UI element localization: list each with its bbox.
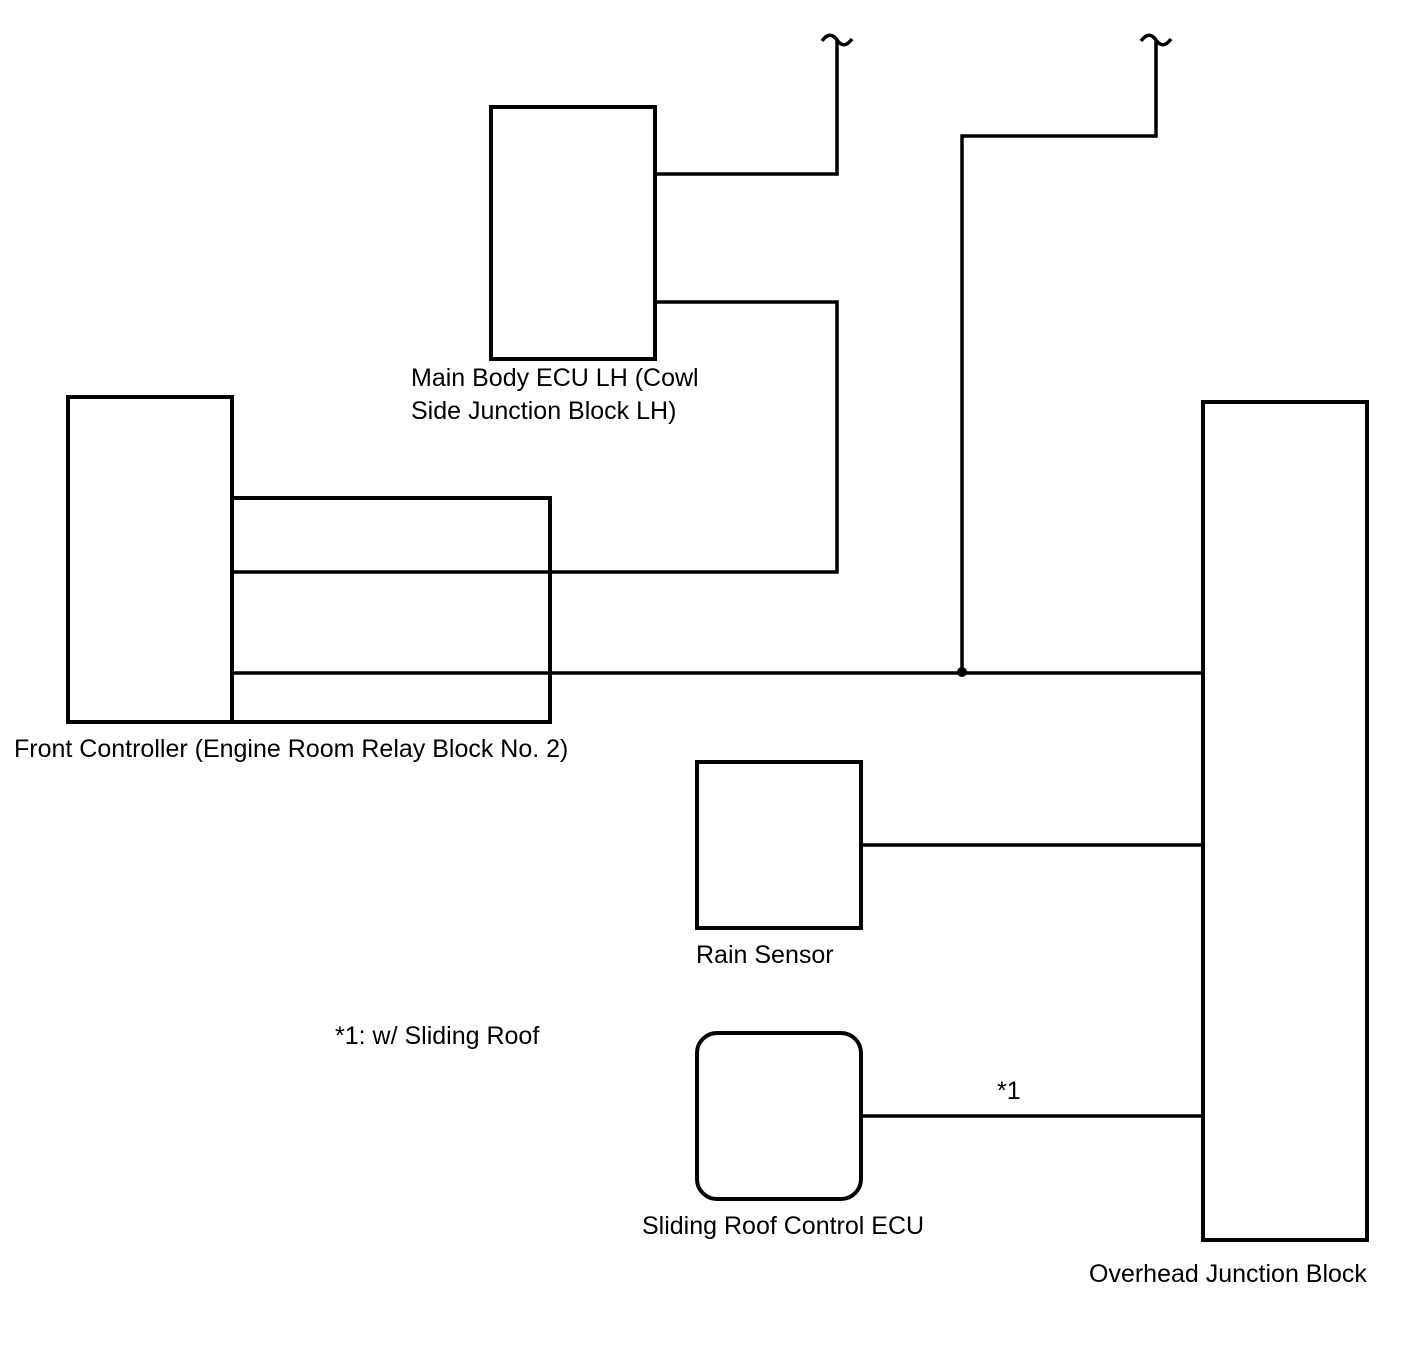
wire-break-symbol	[820, 33, 854, 47]
front-controller-box	[66, 395, 234, 724]
sliding-roof-ecu-label: Sliding Roof Control ECU	[642, 1212, 925, 1240]
wire-break-symbol	[1139, 33, 1173, 47]
wire-ecu-to-front-controller	[232, 300, 839, 574]
overhead-junction-block-label: Overhead Junction Block	[1089, 1260, 1367, 1288]
wire-ecu-upper	[655, 40, 839, 176]
main-body-ecu-box	[489, 105, 657, 361]
rain-sensor-box	[695, 760, 863, 930]
front-controller-connector	[232, 496, 552, 724]
main-body-ecu-label-line1: Main Body ECU LH (Cowl	[411, 364, 699, 392]
front-controller-label: Front Controller (Engine Room Relay Bloc…	[14, 735, 569, 763]
wire-branch-up	[960, 40, 1158, 673]
main-body-ecu-label-line2: Side Junction Block LH)	[411, 397, 677, 425]
rain-sensor-label: Rain Sensor	[696, 941, 834, 969]
sliding-roof-ecu-box	[695, 1031, 863, 1201]
overhead-junction-block-box	[1201, 400, 1369, 1242]
wire-marker-label: *1	[997, 1077, 1021, 1105]
footnote-sliding-roof: *1: w/ Sliding Roof	[335, 1022, 540, 1050]
junction-dot	[957, 667, 967, 677]
